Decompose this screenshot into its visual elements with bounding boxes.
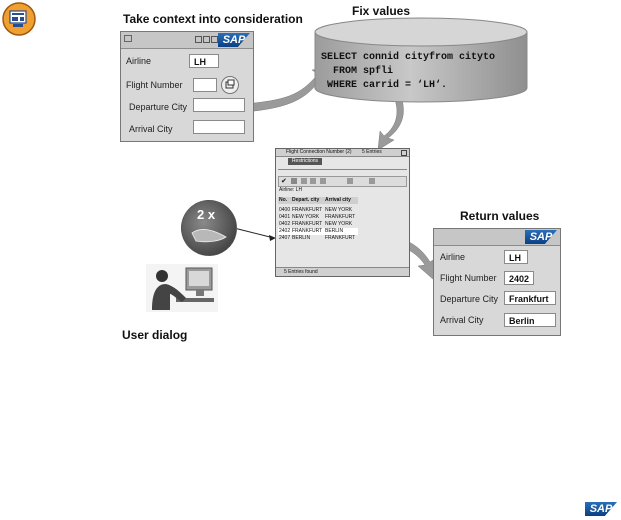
airline-field[interactable]: LH xyxy=(189,54,219,68)
col-no: No. xyxy=(279,197,288,203)
value-help-icon[interactable] xyxy=(221,76,239,94)
cell-no: 0401 xyxy=(279,214,291,220)
cell-depart: FRANKFURT xyxy=(292,228,323,234)
cell-arrival: FRANKFURT xyxy=(325,214,356,220)
arrow-to-hitlist xyxy=(377,99,404,151)
return-arrival-city-field[interactable]: Berlin xyxy=(504,313,556,327)
airline-label: Airline xyxy=(126,56,152,66)
cell-no: 2402 xyxy=(279,228,291,234)
sap-logo: SAP xyxy=(218,33,250,47)
table-row-selected[interactable]: 2402 FRANKFURT BERLIN xyxy=(278,228,358,235)
arrival-city-label: Arrival City xyxy=(129,124,173,134)
input-screen-panel: SAP Airline LH Flight Number Departure C… xyxy=(120,31,254,142)
info-icon[interactable] xyxy=(369,178,375,184)
return-departure-city-label: Departure City xyxy=(440,294,499,304)
panel-close-icon xyxy=(211,36,218,43)
table-row[interactable]: 0401 NEW YORK FRANKFURT xyxy=(278,214,358,221)
hitlist-window: Flight Connection Number (2) 5 Entries R… xyxy=(275,148,410,277)
arrival-city-field[interactable] xyxy=(193,120,245,134)
sql-line-3: WHERE carrid = ‘LH‘. xyxy=(327,80,448,91)
cell-no: 2407 xyxy=(279,235,291,241)
panel-max-icon xyxy=(203,36,210,43)
return-airline-field[interactable]: LH xyxy=(504,250,528,264)
hitlist-title: Flight Connection Number (2) xyxy=(286,149,352,155)
user-dialog-heading: User dialog xyxy=(122,328,188,342)
find-next-icon[interactable] xyxy=(310,178,316,184)
database-cylinder xyxy=(313,16,529,104)
sql-line-2: FROM spfli xyxy=(333,66,394,77)
double-click-badge: 2 x xyxy=(181,200,237,256)
panel-title-bar: SAP xyxy=(121,32,253,49)
hitlist-entries-count: 5 Entries xyxy=(362,149,382,155)
find-icon[interactable] xyxy=(301,178,307,184)
check-icon[interactable]: ✔ xyxy=(281,178,287,185)
hitlist-status-bar: 5 Entries found xyxy=(276,267,409,276)
sap-logo: SAP xyxy=(525,230,557,244)
context-heading: Take context into consideration xyxy=(123,12,303,26)
hitlist-divider xyxy=(278,169,407,170)
cancel-icon[interactable] xyxy=(291,178,297,184)
col-arrival-city: Arrival city xyxy=(325,197,351,203)
cell-arrival: FRANKFURT xyxy=(325,235,356,241)
tab-restrictions[interactable]: Restrictions xyxy=(288,158,322,165)
cell-depart: FRANKFURT xyxy=(292,207,323,213)
return-flight-number-label: Flight Number xyxy=(440,273,497,283)
return-screen-panel: SAP Airline LH Flight Number 2402 Depart… xyxy=(433,228,561,336)
return-flight-number-field[interactable]: 2402 xyxy=(504,271,534,285)
hitlist-title-bar: Flight Connection Number (2) 5 Entries xyxy=(276,149,409,157)
departure-city-field[interactable] xyxy=(193,98,245,112)
flight-number-field[interactable] xyxy=(193,78,217,92)
hand-pointer-icon xyxy=(191,229,227,243)
cell-arrival: BERLIN xyxy=(325,228,344,234)
sql-line-1: SELECT connid cityfrom cityto xyxy=(321,52,496,63)
double-click-label: 2 x xyxy=(197,207,216,222)
table-row[interactable]: 0400 FRANKFURT NEW YORK xyxy=(278,207,358,214)
hitlist-toolbar: ✔ xyxy=(278,176,407,187)
panel-min-icon xyxy=(195,36,202,43)
col-depart-city: Depart. city xyxy=(292,197,320,203)
print-icon[interactable] xyxy=(347,178,353,184)
cell-depart: FRANKFURT xyxy=(292,221,323,227)
airline-context-line: Airline: LH xyxy=(279,187,303,193)
app-icon xyxy=(2,2,36,36)
table-header: No. Depart. city Arrival city xyxy=(278,197,358,204)
fix-values-heading: Fix values xyxy=(352,4,411,18)
cell-depart: BERLIN xyxy=(292,235,311,241)
status-text: 5 Entries found xyxy=(284,269,318,275)
click-pointer-line xyxy=(233,227,275,239)
cell-no: 0402 xyxy=(279,221,291,227)
sort-icon[interactable] xyxy=(320,178,326,184)
cell-depart: NEW YORK xyxy=(292,214,320,220)
return-panel-title-bar: SAP xyxy=(434,229,560,246)
table-row[interactable]: 0402 FRANKFURT NEW YORK xyxy=(278,221,358,228)
departure-city-label: Departure City xyxy=(129,102,188,112)
return-arrival-city-label: Arrival City xyxy=(440,315,484,325)
user-at-computer-icon xyxy=(146,264,218,312)
return-departure-city-field[interactable]: Frankfurt xyxy=(504,291,556,305)
cell-arrival: NEW YORK xyxy=(325,207,353,213)
cell-no: 0400 xyxy=(279,207,291,213)
table-row[interactable]: 2407 BERLIN FRANKFURT xyxy=(278,235,358,242)
return-values-heading: Return values xyxy=(460,209,540,223)
hitlist-table: No. Depart. city Arrival city 0400 FRANK… xyxy=(278,197,358,245)
panel-window-icon xyxy=(124,35,132,42)
cell-arrival: NEW YORK xyxy=(325,221,353,227)
hitlist-close-icon[interactable] xyxy=(401,150,407,156)
return-airline-label: Airline xyxy=(440,252,466,262)
flight-number-label: Flight Number xyxy=(126,80,183,90)
